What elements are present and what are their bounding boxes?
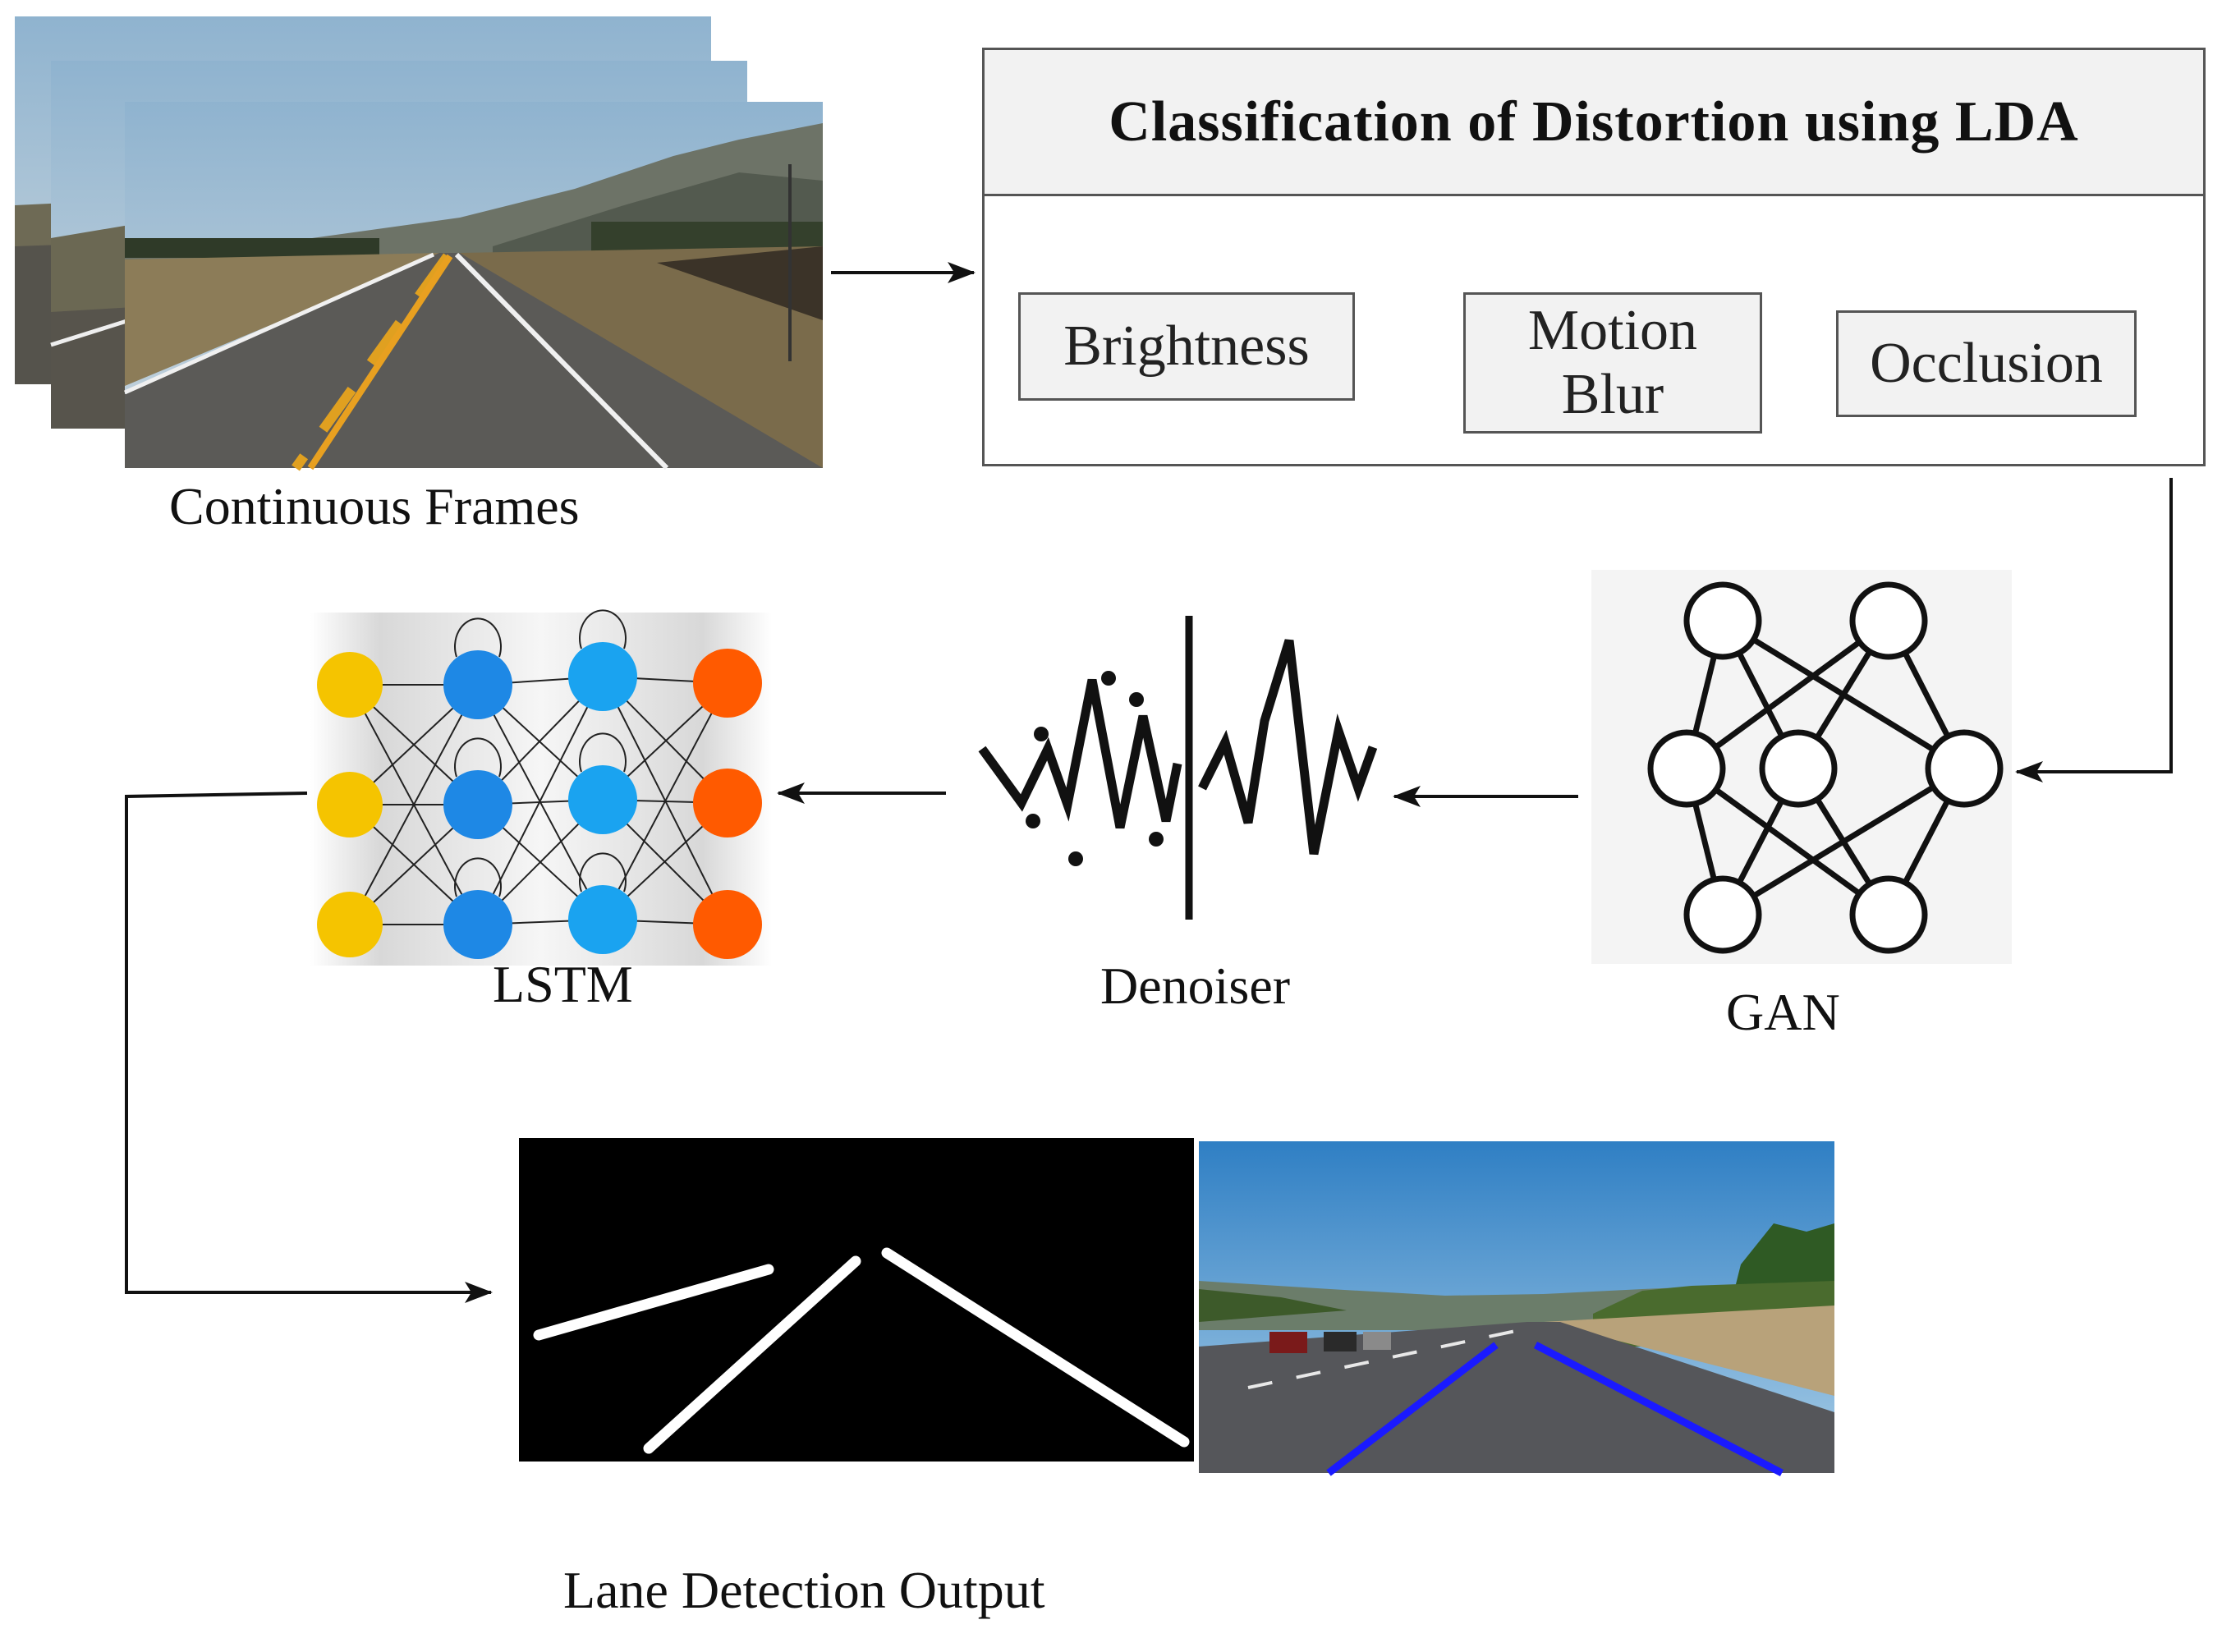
lstm-hidden-node — [443, 650, 512, 719]
lstm-input-node — [317, 892, 383, 957]
class-box-motion-blur: Motion Blur — [1463, 292, 1762, 434]
arrow-lstm-to-output — [125, 792, 493, 1303]
lstm-hidden-node — [443, 890, 512, 959]
lstm-hidden-node — [443, 770, 512, 839]
lstm-hidden-node — [568, 885, 637, 954]
continuous-frames-stack — [15, 16, 823, 471]
lstm-network-icon — [310, 609, 772, 966]
lane-mask-image — [519, 1138, 1194, 1462]
gan-node — [1849, 581, 1928, 660]
class-box-brightness: Brightness — [1018, 292, 1355, 401]
gan-node — [1849, 875, 1928, 954]
frames-caption: Continuous Frames — [169, 477, 580, 535]
gan-node — [1683, 581, 1762, 660]
lda-classification-box: Classification of Distortion using LDA — [982, 48, 2206, 466]
gan-node — [1925, 729, 2004, 808]
road-frame-front — [123, 102, 823, 471]
gan-node — [1647, 729, 1726, 808]
arrow-lda-to-gan — [2015, 478, 2173, 782]
lstm-hidden-node — [568, 765, 637, 834]
lda-title: Classification of Distortion using LDA — [985, 50, 2203, 196]
lstm-input-node — [317, 652, 383, 718]
lane-output-caption: Lane Detection Output — [563, 1561, 1045, 1619]
lstm-output-node — [693, 649, 762, 718]
gan-network-icon — [1591, 570, 2012, 964]
lstm-input-node — [317, 772, 383, 837]
denoiser-waveform-icon — [978, 616, 1378, 920]
denoiser-label: Denoiser — [1100, 957, 1291, 1015]
gan-label: GAN — [1726, 983, 1840, 1041]
lane-overlay-photo — [1199, 1141, 1834, 1476]
gan-node — [1759, 729, 1838, 808]
gan-node — [1683, 875, 1762, 954]
class-box-occlusion: Occlusion — [1836, 310, 2137, 417]
lstm-label: LSTM — [493, 955, 633, 1013]
lstm-hidden-node — [568, 642, 637, 711]
lstm-output-node — [693, 890, 762, 959]
lstm-output-node — [693, 769, 762, 837]
